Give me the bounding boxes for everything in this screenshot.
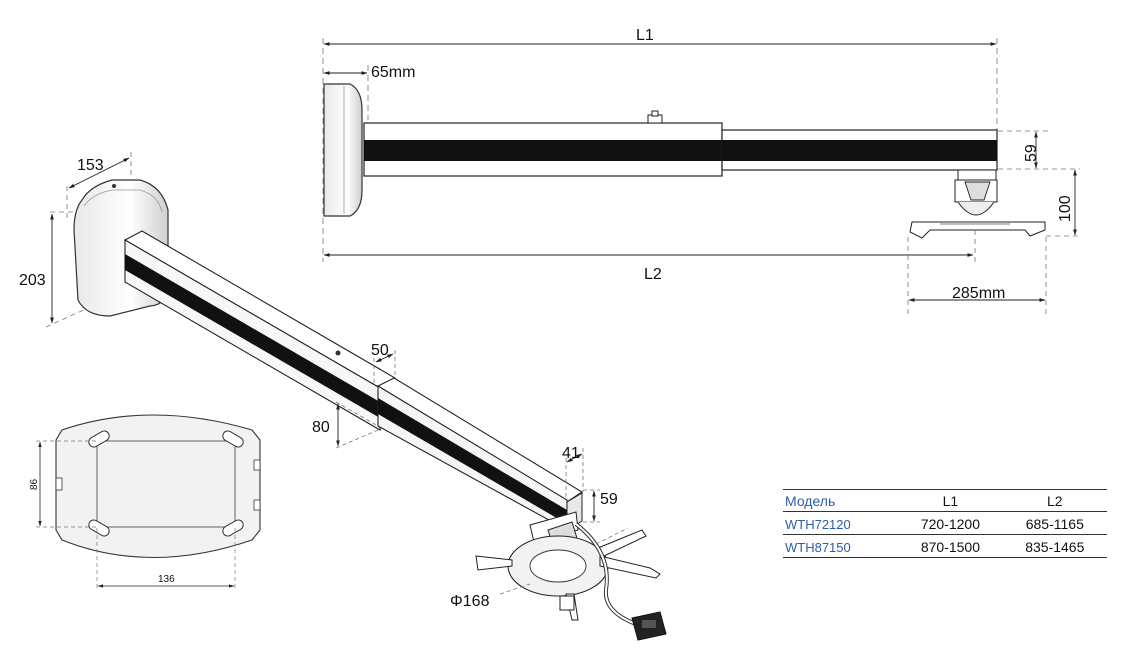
spec-header-l2: L2 xyxy=(1002,489,1107,512)
wall-depth-label: 65mm xyxy=(371,64,415,81)
l1-cell: 720-1200 xyxy=(898,511,1003,535)
end-width-label: 41 xyxy=(562,445,580,462)
plate-height-label: 203 xyxy=(19,272,46,289)
arm-height-label: 59 xyxy=(1023,144,1040,162)
table-row: WTH87150 870-1500 835-1465 xyxy=(783,534,1107,558)
plate-front-view xyxy=(36,414,261,590)
spec-header-model: Модель xyxy=(783,489,899,512)
flange-diameter-label: Φ168 xyxy=(450,593,490,610)
side-view xyxy=(322,38,1080,318)
ceiling-mount-side xyxy=(909,169,1046,239)
hole-spacing-horizontal-label: 136 xyxy=(158,574,175,585)
mounting-slot xyxy=(88,430,244,537)
inner-tube-width-label: 50 xyxy=(371,342,389,359)
l1-cell: 870-1500 xyxy=(898,534,1003,558)
l2-cell: 835-1465 xyxy=(1002,534,1107,558)
end-height-label: 59 xyxy=(600,491,618,508)
spec-header-l1: L1 xyxy=(898,489,1003,512)
l2-cell: 685-1165 xyxy=(1002,511,1107,535)
table-row: WTH72120 720-1200 685-1165 xyxy=(783,511,1107,535)
ceiling-mount xyxy=(475,511,667,641)
hole-spacing-vertical-label: 86 xyxy=(29,478,40,490)
model-cell: WTH87150 xyxy=(783,534,899,558)
outer-tube-stripe xyxy=(125,254,380,418)
outer-tube-height-label: 80 xyxy=(312,419,330,436)
l1-label: L1 xyxy=(636,27,654,44)
mount-height-label: 100 xyxy=(1057,195,1074,222)
l2-label: L2 xyxy=(644,266,662,283)
spec-table: Модель L1 L2 WTH72120 720-1200 685-1165 … xyxy=(783,489,1107,558)
wall-plate-side xyxy=(323,83,363,217)
plate-width-label: 153 xyxy=(77,157,104,174)
model-cell: WTH72120 xyxy=(783,511,899,535)
wall-plate-outline xyxy=(55,414,261,558)
mount-offset-label: 285mm xyxy=(952,285,1005,302)
perspective-view xyxy=(45,152,667,641)
